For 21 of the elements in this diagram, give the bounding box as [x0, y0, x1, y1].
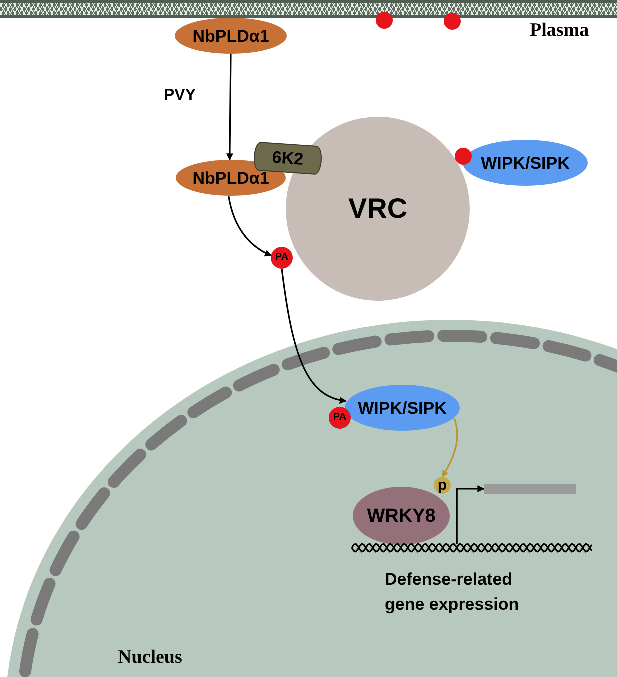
node-label: NbPLDα1 — [192, 170, 270, 186]
arrow — [281, 268, 347, 404]
node-label: VRC — [348, 195, 408, 223]
arrow — [226, 54, 234, 161]
arrow — [228, 196, 272, 257]
arrow — [442, 418, 458, 478]
gene-bar — [484, 484, 576, 494]
node-label: WRKY8 — [367, 506, 436, 526]
node-label: PA — [333, 413, 347, 423]
node-label: WIPK/SIPK — [481, 154, 570, 172]
node-label: PA — [275, 253, 289, 263]
arrow — [456, 486, 485, 544]
node-label: p — [438, 478, 448, 493]
node-label: WIPK/SIPK — [358, 400, 447, 416]
outcome-text: Defense-related gene expression — [385, 569, 520, 616]
lipid-circle — [271, 247, 293, 269]
node-label: 6K2 — [272, 148, 304, 168]
compartment-label: Nucleus — [118, 647, 182, 669]
compartment-label: Plasma — [530, 20, 590, 42]
node-label: NbPLDα1 — [192, 28, 270, 44]
dna-helix-drawing — [350, 540, 594, 556]
